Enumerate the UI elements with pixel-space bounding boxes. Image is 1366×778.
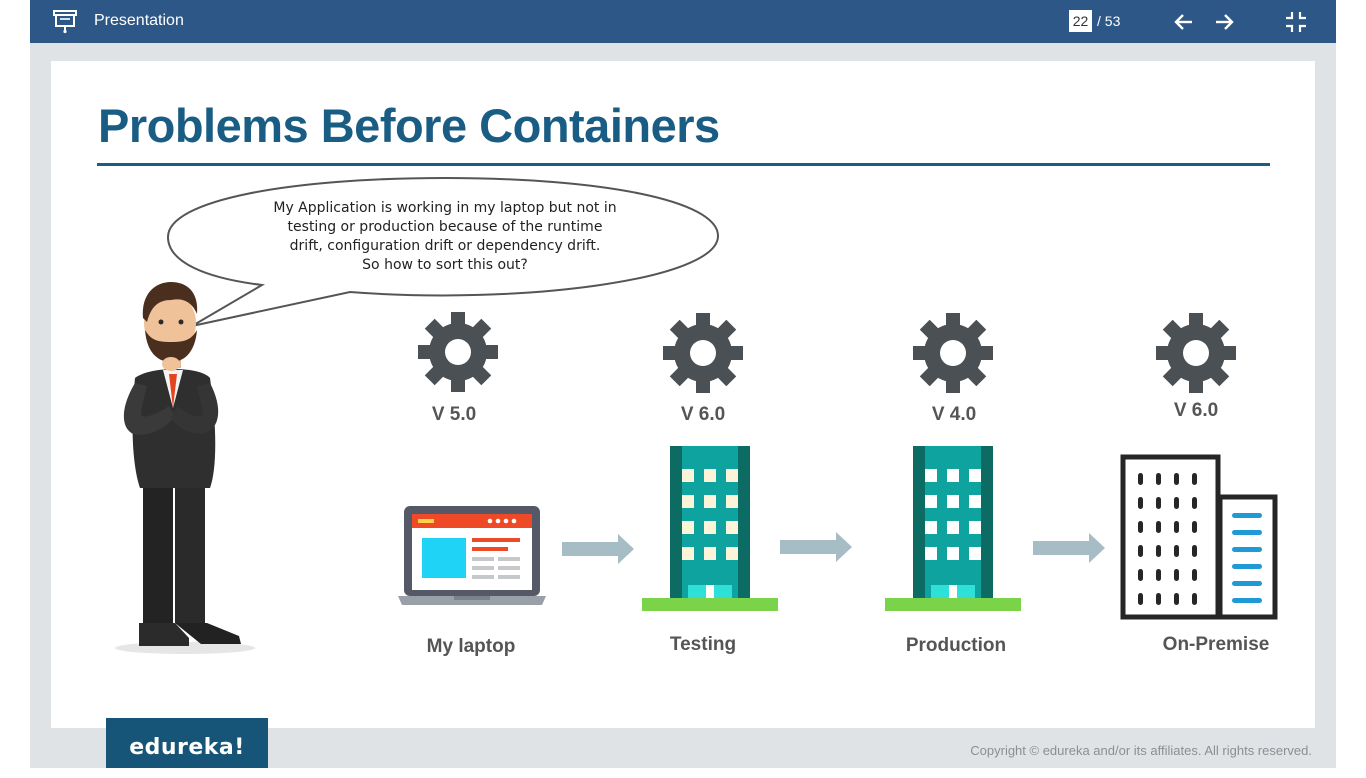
arrow-left-icon[interactable] (1171, 9, 1197, 35)
left-margin (0, 0, 30, 768)
right-margin (1336, 0, 1366, 768)
slide-canvas (51, 61, 1315, 728)
thinking-man-illustration (115, 282, 255, 654)
stage-label-production: Production (905, 635, 1007, 656)
building-icon (642, 446, 778, 611)
version-label: V 4.0 (931, 404, 977, 425)
stage-label-laptop: My laptop (426, 636, 516, 657)
edureka-logo: edureka! (106, 718, 268, 768)
arrow-right-icon (562, 534, 634, 564)
office-buildings-icon (1120, 454, 1278, 620)
total-pages: / 53 (1097, 13, 1121, 29)
stage-label-testing: Testing (669, 634, 737, 655)
building-icon (885, 446, 1021, 611)
version-label: V 5.0 (431, 404, 477, 425)
presentation-board-icon[interactable] (52, 8, 78, 34)
stage-label-on-premise: On-Premise (1162, 634, 1270, 655)
title-divider (97, 163, 1270, 166)
slide-title: Problems Before Containers (98, 99, 720, 152)
speech-line: My Application is working in my laptop b… (273, 200, 617, 216)
copyright-notice: Copyright © edureka and/or its affiliate… (970, 743, 1312, 758)
laptop-icon (398, 506, 546, 605)
exit-fullscreen-icon[interactable] (1283, 9, 1309, 35)
toolbar-title: Presentation (94, 12, 184, 29)
speech-line: So how to sort this out? (362, 257, 528, 273)
version-label: V 6.0 (680, 404, 726, 425)
speech-bubble-text: My Application is working in my laptop b… (243, 199, 647, 275)
arrow-right-icon (1033, 533, 1105, 563)
version-label: V 6.0 (1173, 400, 1219, 421)
presentation-toolbar: Presentation 22 / 53 (30, 0, 1336, 43)
speech-line: drift, configuration drift or dependency… (289, 238, 601, 254)
current-page-input[interactable]: 22 (1069, 10, 1092, 32)
arrow-right-icon[interactable] (1211, 9, 1237, 35)
speech-line: testing or production because of the run… (287, 219, 603, 235)
arrow-right-icon (780, 532, 852, 562)
